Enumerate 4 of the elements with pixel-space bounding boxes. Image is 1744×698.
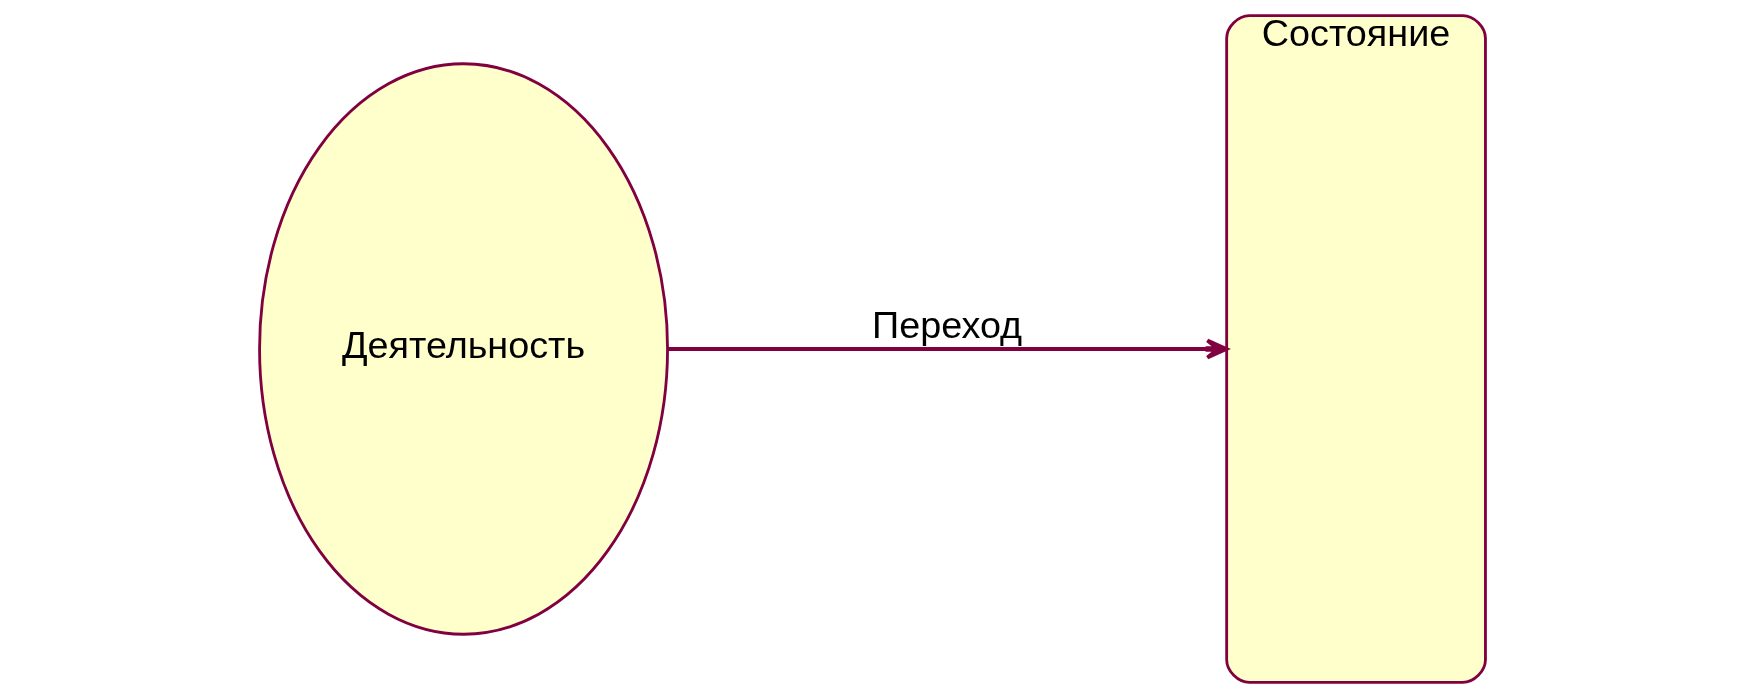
edge-label: Переход bbox=[871, 303, 1022, 346]
node-ellipse: Деятельность bbox=[257, 62, 669, 636]
arrow bbox=[667, 338, 1228, 360]
node-box: Состояние bbox=[1224, 14, 1487, 684]
